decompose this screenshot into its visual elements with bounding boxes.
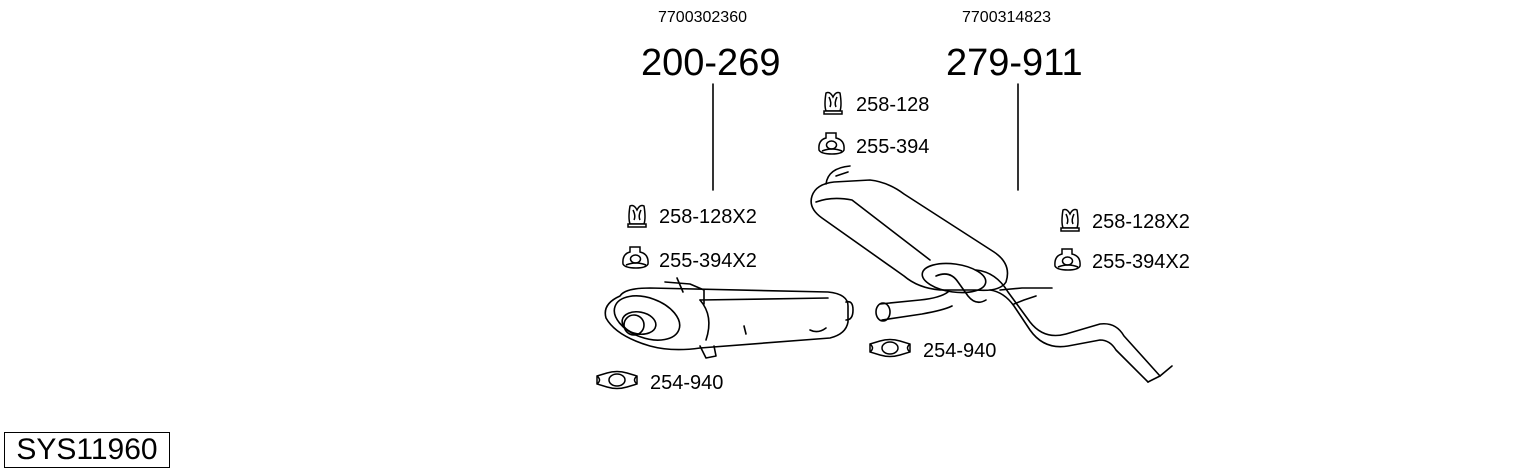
part-number-279-911: 279-911 [946,42,1083,84]
hardware-label: 258-128 [856,94,930,116]
hardware-label: 254-940 [650,372,724,394]
hardware-label: 255-394X2 [659,250,757,272]
hardware-label: 258-128X2 [659,206,757,228]
system-code-box: SYS11960 [4,432,170,468]
rubber-hanger-icon [627,204,647,228]
rubber-ring-mount-icon [1054,248,1081,271]
hardware-label: 254-940 [923,340,997,362]
hardware-label: 255-394X2 [1092,251,1190,273]
oem-number-200-269: 7700302360 [658,9,747,26]
rubber-ring-mount-icon [818,132,845,155]
hardware-label: 255-394 [856,136,930,158]
oem-number-279-911: 7700314823 [962,9,1051,26]
hardware-label: 258-128X2 [1092,211,1190,233]
rubber-ring-mount-icon [622,246,649,269]
center-silencer-200-269 [604,277,854,359]
pipe-clamp-icon [869,338,911,358]
rubber-hanger-icon [823,91,843,115]
pipe-clamp-icon [596,370,638,390]
connector-pipe [875,291,953,322]
rear-silencer-279-911 [810,165,1173,383]
part-number-200-269: 200-269 [641,42,781,84]
rubber-hanger-icon [1060,208,1080,232]
